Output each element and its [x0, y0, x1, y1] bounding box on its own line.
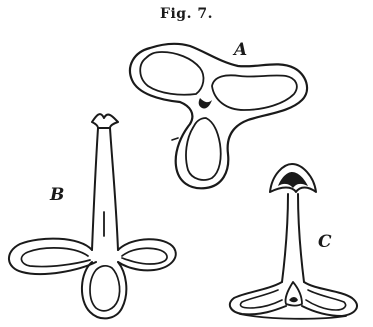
section-c-left-foot-outer [230, 282, 286, 314]
section-a [130, 44, 307, 188]
section-c-right-foot-outer [302, 282, 357, 316]
section-a-tail [172, 138, 178, 140]
section-a-left-lobe [140, 52, 203, 95]
section-b-right-loop-inner [122, 248, 167, 264]
section-c-cap-fill [278, 172, 308, 188]
section-a-center-knot [199, 98, 212, 109]
section-c [230, 164, 357, 319]
section-b-left-loop-inner [21, 248, 90, 267]
section-c-stalk-left [282, 194, 288, 282]
section-c-stalk-right [298, 194, 304, 282]
label-b: B [50, 185, 64, 205]
section-a-bottom-lobe [186, 118, 221, 180]
section-c-foot-knot [289, 297, 298, 302]
label-a: A [234, 40, 247, 60]
label-c: C [318, 232, 332, 252]
section-b-stalk-right [110, 128, 118, 250]
section-b-bottom-oval-inner [90, 266, 120, 311]
section-b-stalk-left [92, 128, 98, 250]
section-a-right-lobe [212, 75, 297, 110]
section-b [9, 114, 176, 318]
section-b-tip [92, 114, 118, 128]
